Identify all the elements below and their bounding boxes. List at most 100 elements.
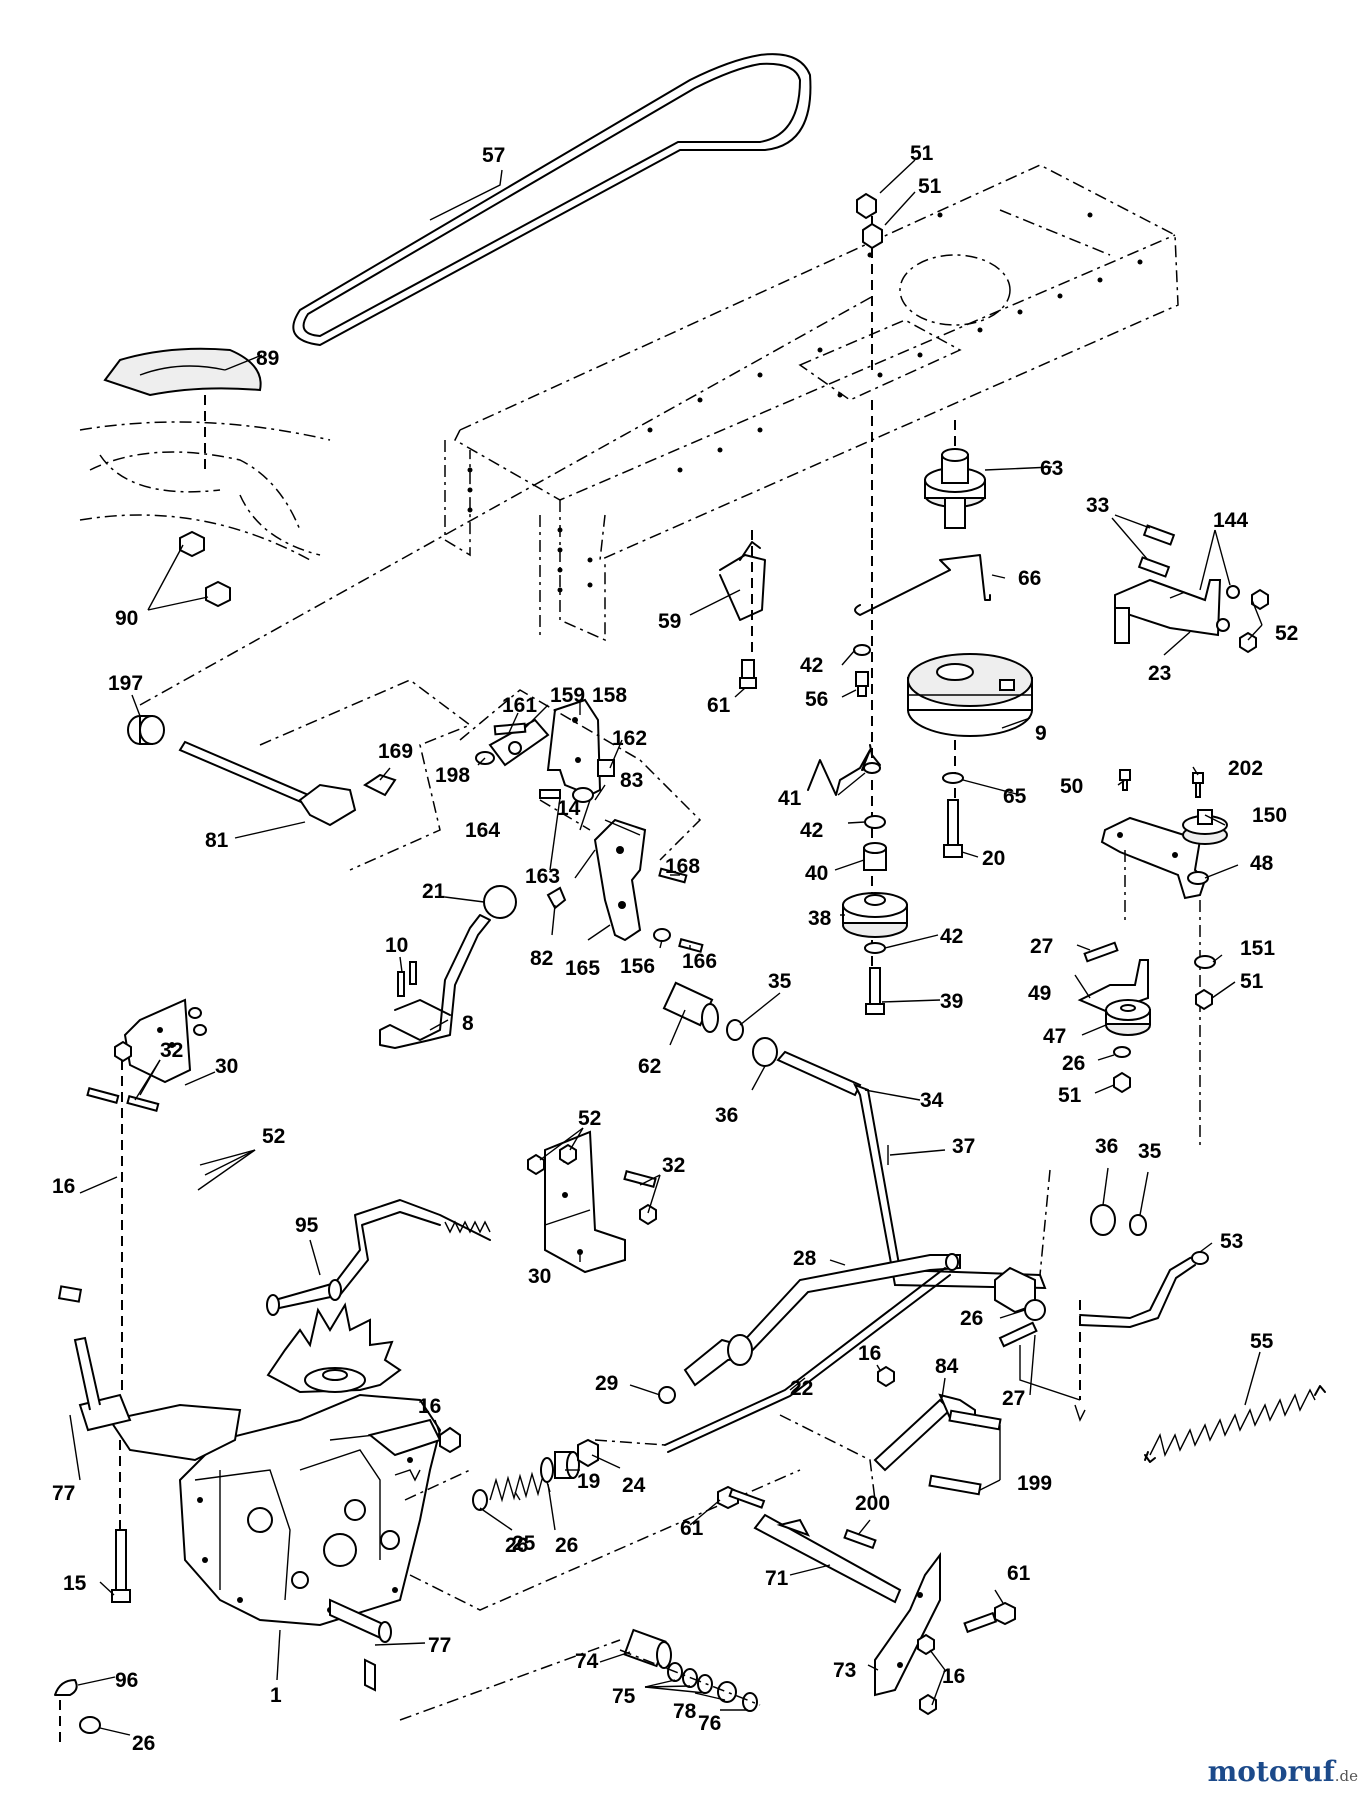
callout-47: 47: [1043, 1025, 1066, 1048]
callout-41: 41: [778, 787, 802, 810]
lever-8: [379, 914, 491, 1049]
spacer-62: [662, 981, 719, 1033]
callout-162: 162: [612, 727, 647, 750]
callout-73: 73: [833, 1659, 856, 1682]
callout-62: 62: [638, 1055, 661, 1078]
callout-24: 24: [622, 1474, 646, 1497]
callout-20: 20: [982, 847, 1005, 870]
callout-77: 77: [52, 1482, 75, 1505]
callout-65: 65: [1003, 785, 1027, 808]
callout-15: 15: [63, 1572, 87, 1595]
spring-25: [489, 1469, 551, 1503]
callout-16: 16: [418, 1395, 441, 1418]
link-159: [488, 718, 550, 767]
callout-74: 74: [575, 1650, 599, 1673]
callout-19: 19: [577, 1470, 600, 1493]
bracket-30a: [86, 998, 207, 1112]
washer-76: [742, 1692, 758, 1712]
callout-26: 26: [555, 1534, 578, 1557]
shaft-81: [178, 740, 357, 827]
callout-30: 30: [215, 1055, 238, 1078]
wire-66: [854, 554, 991, 616]
bracket-30b: [527, 1130, 657, 1274]
knob-21: [483, 885, 517, 919]
callout-40: 40: [805, 862, 828, 885]
nut-16b: [877, 1365, 895, 1388]
callout-61: 61: [680, 1517, 704, 1540]
washer-65: [942, 772, 964, 784]
callout-56: 56: [805, 688, 828, 711]
bolt-202: [1192, 772, 1204, 798]
bolt-61c: [963, 1601, 1016, 1634]
callout-51: 51: [910, 142, 934, 165]
nut-51d: [1113, 1071, 1131, 1094]
callout-202: 202: [1228, 757, 1263, 780]
callout-165: 165: [565, 957, 600, 980]
callout-30: 30: [528, 1265, 551, 1288]
screw-166: [678, 938, 704, 953]
callout-197: 197: [108, 672, 143, 695]
callout-158: 158: [592, 684, 627, 707]
callout-21: 21: [422, 880, 446, 903]
callout-90: 90: [115, 607, 138, 630]
link-84: [873, 1393, 1002, 1496]
callout-32: 32: [160, 1039, 183, 1062]
rod-22: [664, 1267, 946, 1446]
callout-200: 200: [855, 1492, 890, 1515]
callout-156: 156: [620, 955, 655, 978]
callout-75: 75: [612, 1685, 636, 1708]
callout-161: 161: [502, 694, 537, 717]
washer-42b: [864, 815, 886, 829]
clip-82: [546, 886, 567, 910]
callout-51: 51: [1058, 1084, 1082, 1107]
callout-52: 52: [578, 1107, 601, 1130]
callout-61: 61: [1007, 1562, 1031, 1585]
callout-51: 51: [1240, 970, 1264, 993]
callout-1: 1: [270, 1684, 282, 1707]
lever-71: [753, 1513, 902, 1604]
callout-34: 34: [920, 1089, 944, 1112]
callout-10: 10: [385, 934, 408, 957]
washer-26a: [1113, 1046, 1131, 1058]
washer-26d: [540, 1457, 554, 1483]
callout-49: 49: [1028, 982, 1051, 1005]
callout-22: 22: [790, 1377, 813, 1400]
callout-27: 27: [1002, 1387, 1025, 1410]
callout-35: 35: [1138, 1140, 1162, 1163]
brake-arm-165: [593, 818, 647, 942]
callout-29: 29: [595, 1372, 618, 1395]
callout-66: 66: [1018, 567, 1041, 590]
callout-48: 48: [1250, 852, 1274, 875]
callout-57: 57: [482, 144, 505, 167]
callout-76: 76: [698, 1712, 721, 1735]
pin-29: [658, 1386, 676, 1404]
callout-163: 163: [525, 865, 560, 888]
callout-25: 25: [512, 1532, 536, 1555]
callout-169: 169: [378, 740, 413, 763]
nut-162: [597, 759, 615, 777]
nut-51c: [1195, 988, 1213, 1011]
bracket-59: [719, 541, 766, 689]
callout-52: 52: [1275, 622, 1298, 645]
callout-53: 53: [1220, 1230, 1243, 1253]
electric-clutch: [907, 653, 1033, 737]
nut-16e: [919, 1693, 937, 1716]
callout-50: 50: [1060, 775, 1083, 798]
nut-16c: [439, 1426, 461, 1454]
callout-26: 26: [960, 1307, 983, 1330]
washer-35a: [726, 1019, 744, 1041]
rod-95: [266, 1199, 491, 1316]
washer-156: [653, 928, 671, 942]
callout-42: 42: [800, 654, 823, 677]
pulley-38: [842, 892, 908, 938]
callout-151: 151: [1240, 937, 1275, 960]
callout-36: 36: [1095, 1135, 1118, 1158]
callout-199: 199: [1017, 1472, 1052, 1495]
drive-belt: [292, 53, 812, 346]
idler-bracket-41: [807, 744, 881, 796]
callout-labels: 57 51 51 89 63 33 144 66 52 23 90 59 42 …: [52, 142, 1298, 1755]
pulley-47: [1105, 999, 1151, 1036]
callout-39: 39: [940, 990, 963, 1013]
washer-26b: [1024, 1299, 1046, 1321]
